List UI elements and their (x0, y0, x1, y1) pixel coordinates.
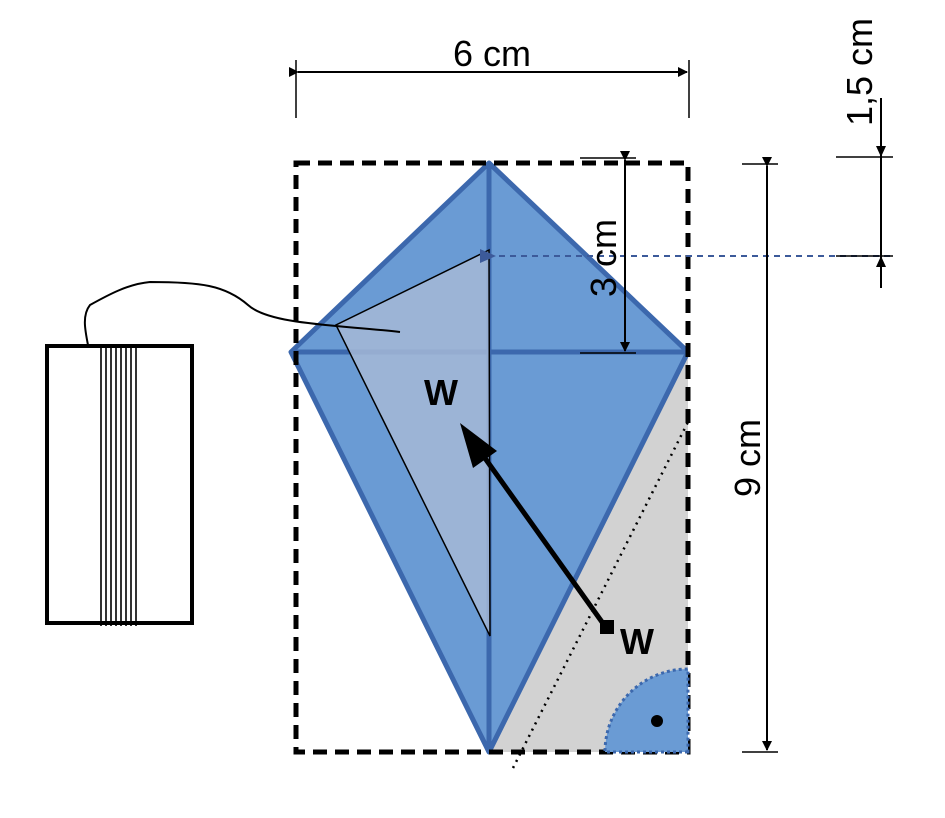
width-label: 6 cm (453, 33, 531, 74)
w-anchor-square (600, 620, 614, 634)
folded-flap (334, 248, 491, 637)
quarter-circle-center-dot (651, 715, 663, 727)
w-bottom-label: W (620, 621, 654, 662)
offset-label: 1,5 cm (839, 18, 880, 126)
offset-arrow-down (876, 146, 886, 157)
offset-arrow-up (876, 256, 886, 267)
w-top-label: W (424, 372, 458, 413)
bounding-rectangle (293, 160, 691, 755)
w-arrow (469, 438, 610, 631)
w-arrow-head (460, 423, 497, 468)
kite-string (83, 280, 401, 346)
height-label: 9 cm (727, 419, 768, 497)
quarter-circle (603, 667, 690, 754)
fold-depth-label: 3 cm (583, 219, 624, 297)
string-reel (45, 344, 194, 626)
dotted-fold-line (511, 421, 690, 769)
